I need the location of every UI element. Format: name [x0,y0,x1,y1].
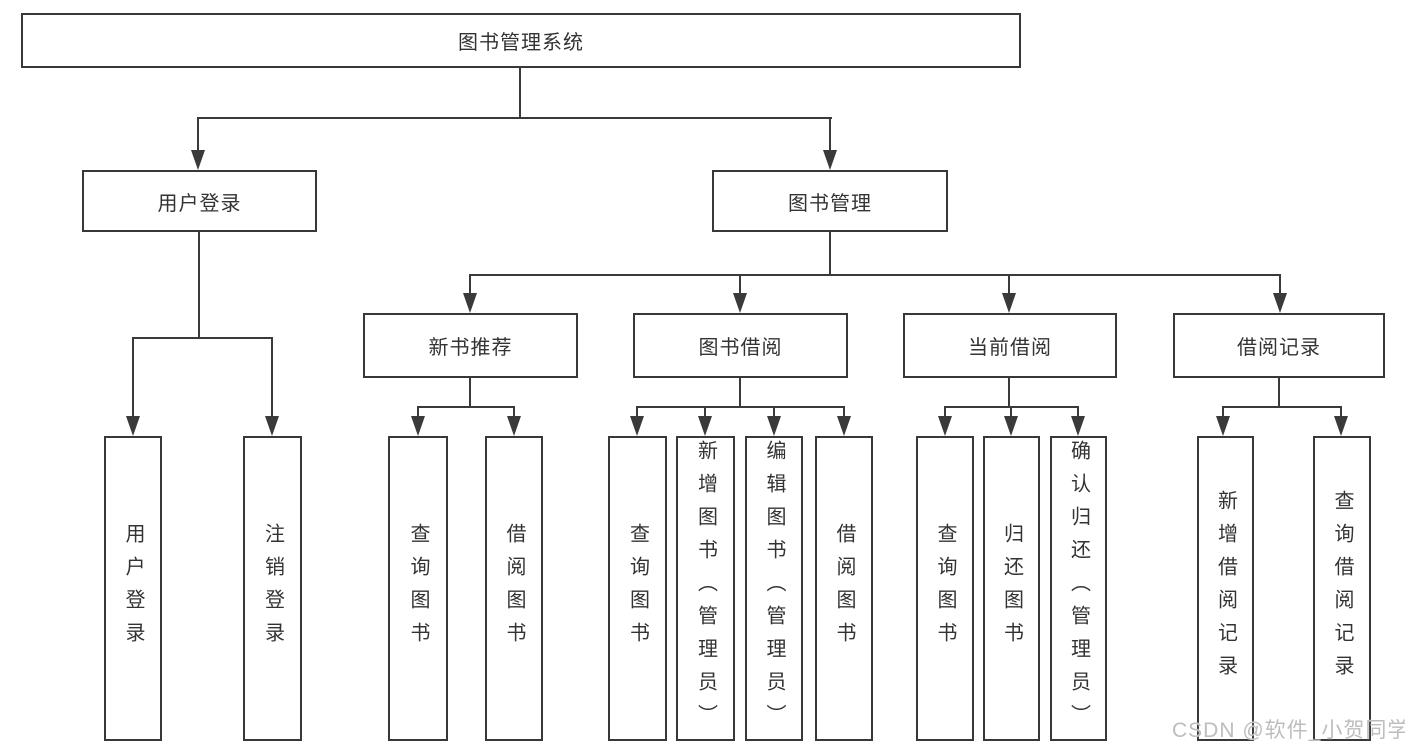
connector-line [197,117,832,119]
connector-arrow [1004,416,1018,436]
leaf-records-add-record: 新增借阅记录 [1197,436,1254,741]
connector-line [636,406,638,418]
leaf-recommend-query-books: 查询图书 [388,436,448,741]
leaf-borrow-add-books-admin: 新增图书（管理员） [676,436,735,741]
leaf-recommend-borrow-books: 借阅图书 [485,436,543,741]
leaf-records-query-record: 查询借阅记录 [1313,436,1371,741]
leaf-borrow-edit-books-admin-label: 编辑图书（管理员） [763,440,785,737]
connector-line [1010,406,1012,418]
connector-arrow [265,416,279,436]
connector-line [829,117,831,152]
leaf-logout-login: 注销登录 [243,436,302,741]
leaf-logout-login-label: 注销登录 [261,522,284,655]
connector-line [271,337,273,418]
connector-line [636,406,845,408]
connector-arrow [126,416,140,436]
connector-line [944,406,946,418]
connector-line [469,378,471,408]
connector-arrow [1273,293,1287,313]
connector-line [1278,378,1280,408]
leaf-borrow-query-books: 查询图书 [608,436,667,741]
connector-arrow [1002,293,1016,313]
leaf-records-add-record-label: 新增借阅记录 [1214,489,1237,688]
node-book-borrowing-label: 图书借阅 [698,337,783,359]
connector-line [843,406,845,418]
node-borrow-records-label: 借阅记录 [1237,337,1321,359]
connector-line [773,406,775,418]
node-user-login: 用户登录 [82,170,317,232]
connector-line [198,232,200,339]
leaf-records-query-record-label: 查询借阅记录 [1331,489,1353,688]
connector-arrow [938,416,952,436]
leaf-borrow-edit-books-admin: 编辑图书（管理员） [745,436,803,741]
connector-arrow [733,293,747,313]
leaf-recommend-query-books-label: 查询图书 [407,522,429,655]
watermark: CSDN @软件_小贺同学 [1172,719,1405,742]
node-new-book-recommend-label: 新书推荐 [428,337,513,359]
connector-line [829,232,831,276]
node-borrow-records: 借阅记录 [1173,313,1385,378]
leaf-current-query-books: 查询图书 [916,436,974,741]
node-book-management-label: 图书管理 [788,192,872,215]
node-current-borrowing: 当前借阅 [903,313,1117,378]
connector-line [1222,406,1224,418]
node-root-label: 图书管理系统 [458,32,584,54]
connector-arrow [1071,416,1085,436]
leaf-current-return-books: 归还图书 [983,436,1040,741]
connector-line [1340,406,1342,418]
leaf-current-confirm-return-admin-label: 确认归还（管理员） [1067,440,1090,737]
connector-arrow [630,416,644,436]
connector-line [1008,274,1010,296]
connector-arrow [837,416,851,436]
node-user-login-label: 用户登录 [157,192,242,215]
connector-line [1077,406,1079,418]
node-current-borrowing-label: 当前借阅 [968,337,1052,359]
connector-line [132,337,273,339]
connector-line [1222,406,1342,408]
leaf-current-confirm-return-admin: 确认归还（管理员） [1050,436,1107,741]
leaf-user-login: 用户登录 [104,436,162,741]
connector-line [417,406,515,408]
connector-arrow [411,416,425,436]
connector-line [739,274,741,296]
connector-arrow [767,416,781,436]
node-book-borrowing: 图书借阅 [633,313,848,378]
connector-line [417,406,419,418]
leaf-current-query-books-label: 查询图书 [934,522,956,655]
connector-arrow [463,293,477,313]
leaf-borrow-borrow-books: 借阅图书 [815,436,873,741]
connector-arrow [507,416,521,436]
leaf-borrow-borrow-books-label: 借阅图书 [833,522,855,655]
leaf-current-return-books-label: 归还图书 [1000,522,1023,655]
node-book-management: 图书管理 [712,170,948,232]
connector-line [197,117,199,152]
connector-line [1008,378,1010,408]
connector-arrow [191,150,205,170]
node-root: 图书管理系统 [21,13,1021,68]
connector-arrow [1334,416,1348,436]
connector-arrow [823,150,837,170]
connector-line [513,406,515,418]
leaf-borrow-add-books-admin-label: 新增图书（管理员） [694,440,717,737]
connector-arrow [1216,416,1230,436]
connector-line [704,406,706,418]
leaf-borrow-query-books-label: 查询图书 [626,522,649,655]
connector-line [469,274,1281,276]
connector-line [1279,274,1281,296]
leaf-user-login-label: 用户登录 [122,522,144,655]
node-new-book-recommend: 新书推荐 [363,313,578,378]
connector-line [739,378,741,408]
leaf-recommend-borrow-books-label: 借阅图书 [503,522,525,655]
connector-line [519,68,521,117]
connector-line [469,274,471,296]
connector-line [132,337,134,418]
connector-arrow [698,416,712,436]
